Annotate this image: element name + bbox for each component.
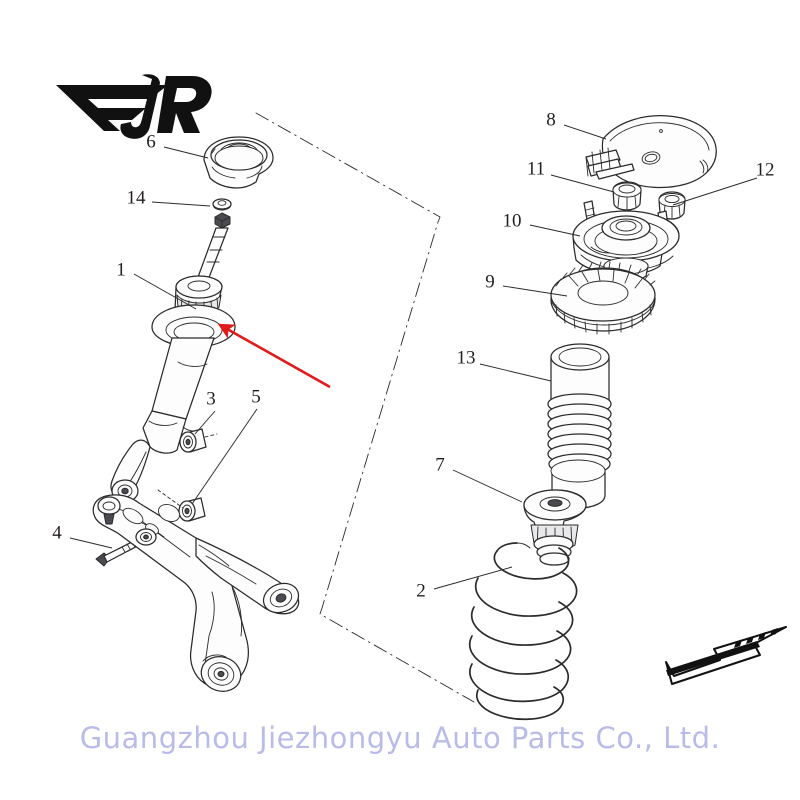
callout-9[interactable]: 9 (485, 271, 568, 297)
callout-number-10: 10 (503, 210, 522, 231)
part-upper-strut-seat (203, 136, 274, 189)
callout-13[interactable]: 13 (457, 347, 552, 382)
callout-4[interactable]: 4 (52, 522, 113, 549)
callout-3[interactable]: 3 (194, 388, 216, 435)
callout-leader-12 (672, 177, 758, 206)
callout-leader-3 (194, 410, 216, 435)
callout-12[interactable]: 12 (672, 159, 775, 206)
fjr-logo (56, 74, 212, 139)
callout-5[interactable]: 5 (191, 386, 261, 505)
part-spring-isolator-ring (550, 261, 656, 335)
callout-number-8: 8 (546, 109, 556, 130)
callout-number-12: 12 (756, 159, 775, 180)
watermark: Guangzhou Jiezhongyu Auto Parts Co., Ltd… (80, 721, 721, 755)
spring-coils (468, 547, 578, 721)
callout-number-2: 2 (416, 580, 426, 601)
callout-2[interactable]: 2 (416, 566, 513, 601)
callout-leader-9 (502, 285, 568, 297)
section-divider (255, 112, 475, 703)
red-highlight-arrow (217, 323, 331, 389)
direction-arrow (665, 626, 787, 685)
callout-leader-6 (163, 146, 209, 159)
callout-number-4: 4 (52, 522, 62, 543)
part-shock-absorber-strut (110, 212, 236, 503)
part-bushing-upper (179, 428, 207, 453)
part-lower-control-arm (92, 494, 300, 692)
callout-leader-4 (69, 537, 113, 549)
callout-14[interactable]: 14 (127, 187, 211, 208)
alignment-guides (157, 433, 218, 509)
part-bushing-lower (178, 497, 206, 522)
part-mount-nut-upper (612, 181, 642, 211)
callout-leader-7 (452, 469, 523, 503)
callout-leader-11 (550, 174, 615, 193)
callout-7[interactable]: 7 (435, 454, 523, 503)
callout-number-6: 6 (146, 131, 156, 152)
callout-number-3: 3 (206, 388, 216, 409)
callout-leader-1 (133, 273, 197, 310)
part-washer (212, 198, 232, 211)
part-dust-cover-cap (585, 115, 717, 189)
callout-leader-10 (529, 224, 581, 237)
callout-number-14: 14 (127, 187, 147, 208)
callout-number-9: 9 (485, 271, 495, 292)
callout-leader-5 (191, 408, 258, 505)
callout-number-5: 5 (251, 386, 261, 407)
callout-leader-13 (479, 363, 552, 382)
callout-6[interactable]: 6 (146, 131, 209, 159)
part-bump-stop-spring-seat (523, 489, 587, 566)
callout-1[interactable]: 1 (116, 259, 197, 310)
callout-number-13: 13 (457, 347, 476, 368)
callout-number-1: 1 (116, 259, 126, 280)
callout-leader-8 (563, 124, 607, 140)
callout-leader-2 (433, 566, 513, 590)
part-dust-boot-bellows (547, 343, 612, 509)
part-coil-spring (468, 542, 578, 721)
callout-number-7: 7 (435, 454, 445, 475)
callout-leader-14 (151, 201, 211, 207)
callout-10[interactable]: 10 (503, 210, 581, 237)
callout-8[interactable]: 8 (546, 109, 607, 140)
callout-11[interactable]: 11 (527, 158, 615, 193)
callout-number-11: 11 (527, 158, 545, 179)
